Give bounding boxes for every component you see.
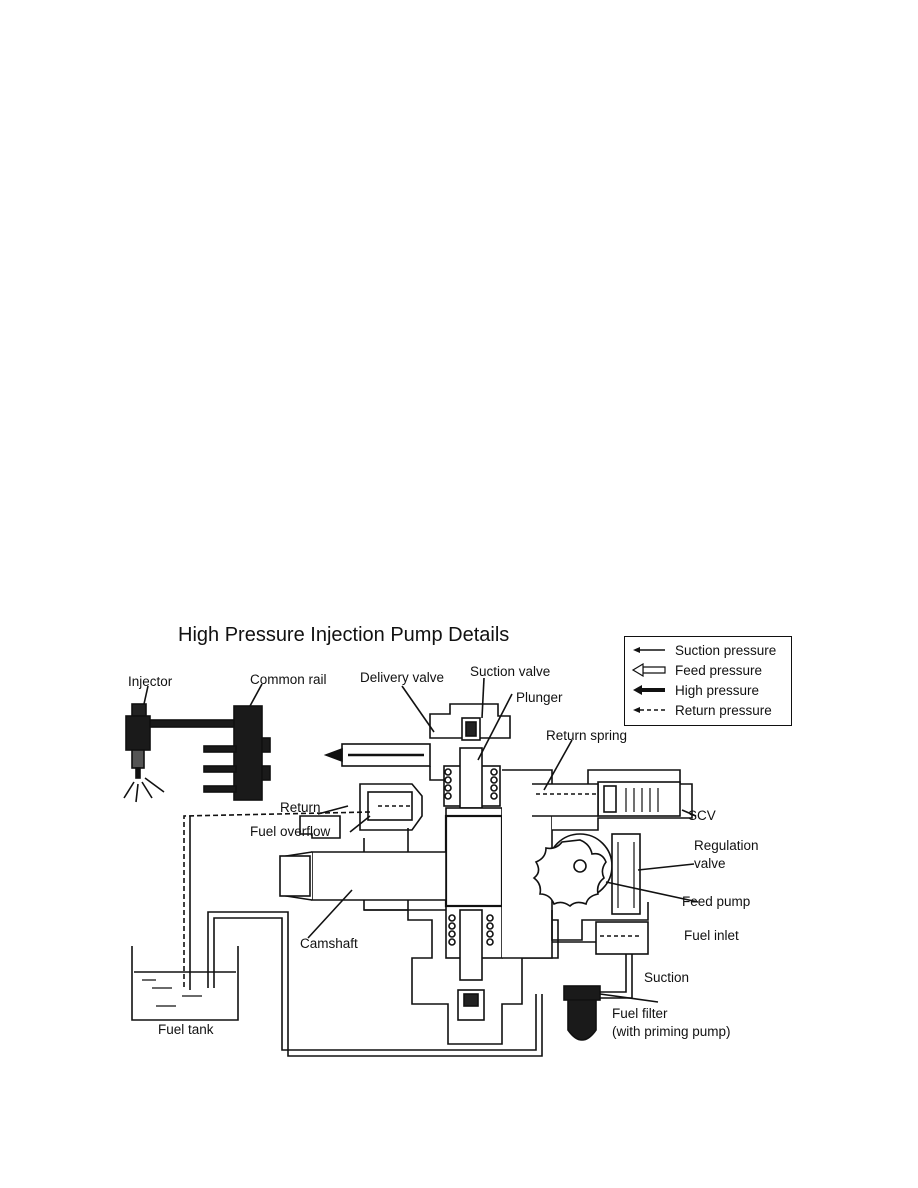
- legend: Suction pressure Feed pressure High pres…: [624, 636, 792, 726]
- legend-item: High pressure: [631, 681, 759, 699]
- label-regulation-valve-line2: valve: [694, 856, 726, 871]
- label-fuel-filter-line1: Fuel filter: [612, 1006, 668, 1021]
- label-return: Return: [280, 800, 321, 815]
- legend-item: Feed pressure: [631, 661, 762, 679]
- label-plunger: Plunger: [516, 690, 563, 705]
- common-rail-graphic: [203, 705, 271, 801]
- legend-item: Suction pressure: [631, 641, 776, 659]
- label-fuel-filter-line2: (with priming pump): [612, 1024, 731, 1039]
- label-scv: SCV: [688, 808, 716, 823]
- return-arrow-icon: [633, 707, 665, 713]
- label-suction-valve: Suction valve: [470, 664, 551, 679]
- label-fuel-tank: Fuel tank: [158, 1022, 214, 1037]
- diagram-title: High Pressure Injection Pump Details: [178, 624, 510, 646]
- label-regulation-valve-line1: Regulation: [694, 838, 759, 853]
- legend-label: High pressure: [675, 682, 760, 698]
- legend-item: Return pressure: [631, 701, 772, 719]
- legend-label: Return pressure: [675, 702, 772, 718]
- label-delivery-valve: Delivery valve: [360, 670, 445, 685]
- pump-diagram-figure: High Pressure Injection Pump Details Suc…: [112, 620, 802, 1072]
- label-suction: Suction: [644, 970, 690, 985]
- label-common-rail: Common rail: [250, 672, 327, 687]
- legend-label: Suction pressure: [675, 642, 777, 658]
- legend-label: Feed pressure: [675, 662, 763, 678]
- label-injector: Injector: [128, 674, 173, 689]
- injector-graphic: [123, 703, 165, 803]
- high-arrow-icon: [633, 685, 665, 695]
- label-camshaft: Camshaft: [300, 936, 358, 951]
- feed-arrow-icon: [631, 663, 666, 677]
- label-feed-pump: Feed pump: [682, 894, 751, 909]
- label-fuel-overflow: Fuel overflow: [250, 824, 331, 839]
- suction-arrow-icon: [633, 647, 665, 653]
- label-fuel-inlet: Fuel inlet: [684, 928, 739, 943]
- label-return-spring: Return spring: [546, 728, 628, 743]
- pump-schematic: [123, 677, 699, 1057]
